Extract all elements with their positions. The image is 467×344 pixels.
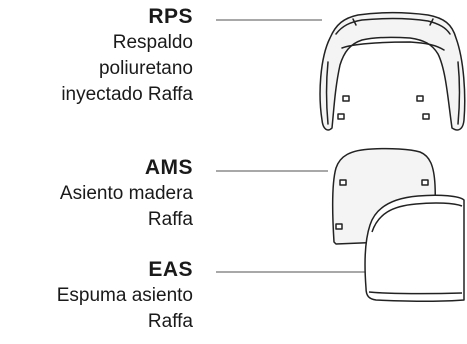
desc-eas-line1: Espuma asiento — [56, 285, 193, 306]
code-ams: AMS — [144, 156, 193, 179]
code-eas: EAS — [148, 258, 193, 281]
desc-rps-line3: inyectado Raffa — [61, 84, 193, 105]
seat-foam-icon — [364, 194, 465, 302]
backrest-frame-icon — [319, 12, 466, 131]
desc-ams-line1: Asiento madera — [59, 183, 193, 204]
label-eas: EAS Espuma asiento Raffa — [57, 257, 193, 335]
desc-rps-line2: poliuretano — [98, 58, 193, 79]
desc-eas-line2: Raffa — [147, 311, 193, 332]
code-rps: RPS — [148, 5, 193, 28]
label-rps: RPS Respaldo poliuretano inyectado Raffa — [61, 4, 193, 108]
label-ams: AMS Asiento madera Raffa — [60, 155, 193, 233]
desc-rps-line1: Respaldo — [112, 32, 193, 53]
desc-ams-line2: Raffa — [147, 209, 193, 230]
